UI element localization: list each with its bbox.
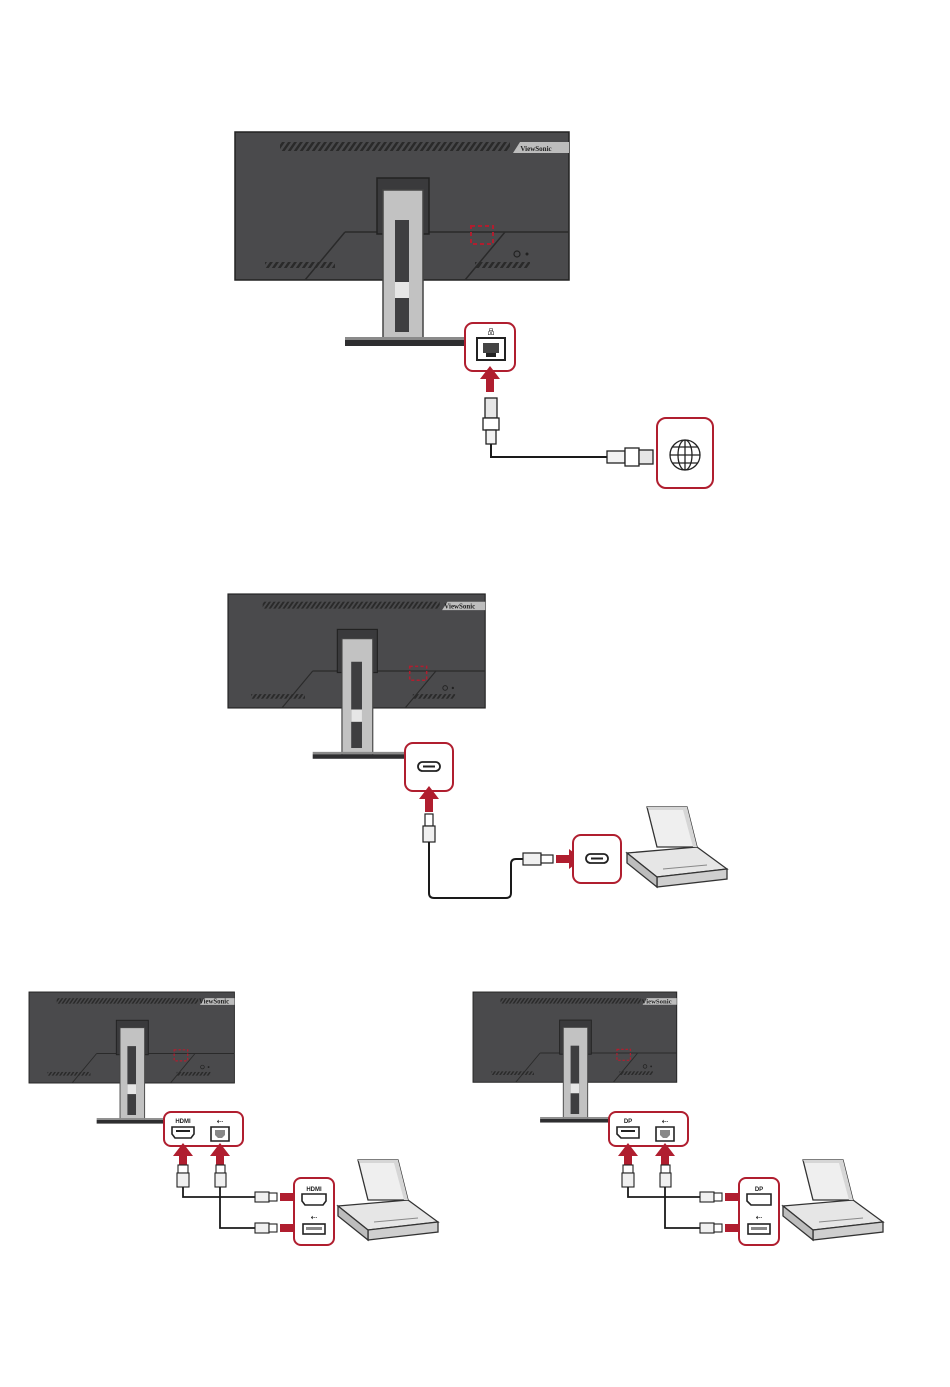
svg-text:⇠: ⇠ (756, 1213, 763, 1222)
usb-c-cable (423, 814, 553, 898)
internet-box (657, 418, 713, 488)
svg-text:⇠: ⇠ (662, 1117, 669, 1126)
usb-symbol-icon: ⇠ (217, 1117, 224, 1126)
dp-label-monitor: DP (624, 1119, 632, 1125)
monitor-back-2: ViewSonic (228, 594, 485, 759)
laptop-icon-4 (783, 1160, 883, 1240)
brand-logo-1: ViewSonic (520, 145, 551, 153)
brand-logo-2: ViewSonic (444, 604, 475, 611)
displayport-icon (617, 1127, 639, 1138)
svg-text:品: 品 (488, 328, 495, 336)
diagram-usb-c: ViewSonic (228, 594, 727, 898)
laptop-port-box-hdmi-usba: HDMI ⇠ (294, 1178, 334, 1245)
hdmi-port-icon (172, 1127, 194, 1138)
monitor-back-1: ViewSonic (235, 132, 569, 346)
monitor-port-box-dp-usbb: DP ⇠ (609, 1112, 688, 1146)
usb-b-port-icon (211, 1127, 229, 1141)
ethernet-cable (483, 398, 653, 466)
svg-text:⇠: ⇠ (311, 1213, 318, 1222)
ethernet-port-box: 品 (465, 323, 515, 371)
monitor-back-3: ViewSonic (29, 992, 234, 1124)
brand-logo-4: ViewSonic (642, 999, 672, 1006)
laptop-port-box-dp-usba: DP ⇠ (739, 1178, 779, 1245)
laptop-usb-c-port-box (573, 835, 621, 883)
monitor-back-4: ViewSonic (473, 992, 677, 1123)
monitor-usb-c-port-box (405, 743, 453, 791)
diagram-ethernet: ViewSonic 品 (235, 132, 713, 488)
hdmi-label-laptop: HDMI (306, 1187, 322, 1193)
hdmi-cable-3 (177, 1165, 277, 1202)
monitor-port-box-hdmi-usbb: HDMI ⇠ (164, 1112, 243, 1146)
diagram-dp-usb: ViewSonic DP ⇠ (473, 992, 883, 1245)
hdmi-label-monitor: HDMI (175, 1119, 191, 1125)
globe-icon (670, 440, 700, 470)
laptop-icon (627, 807, 727, 887)
diagram-hdmi-usb: ViewSonic HDMI ⇠ (29, 992, 438, 1245)
laptop-icon-3 (338, 1160, 438, 1240)
dp-cable-4 (622, 1165, 722, 1202)
dp-label-laptop: DP (755, 1187, 763, 1193)
brand-logo-3: ViewSonic (199, 999, 229, 1006)
